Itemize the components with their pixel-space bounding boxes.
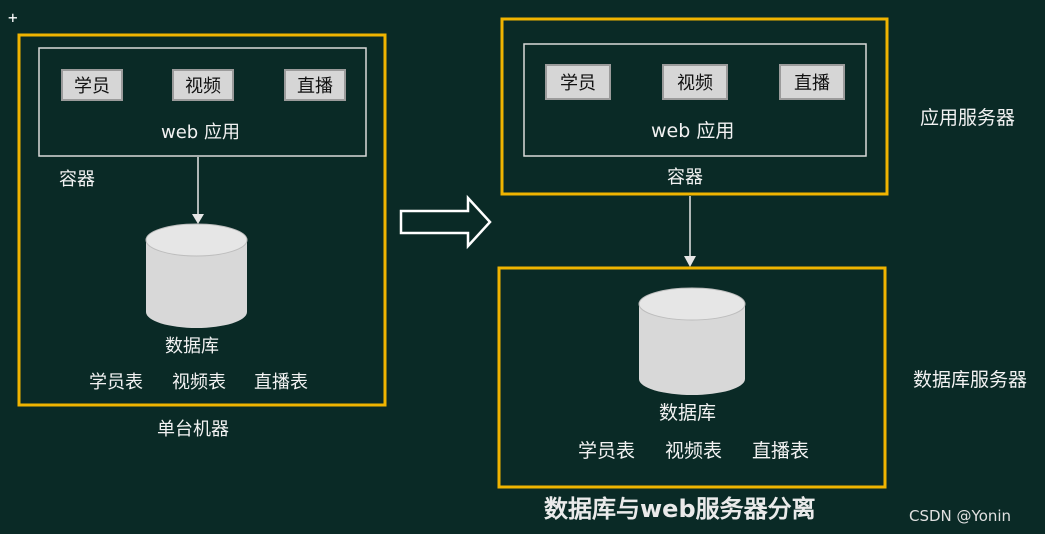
left-connector-arrowhead bbox=[192, 214, 204, 224]
left-table-students: 学员表 bbox=[89, 372, 143, 393]
left-web-app-box bbox=[38, 47, 367, 157]
right-db-label: 数据库 bbox=[659, 402, 717, 424]
app-server-label: 应用服务器 bbox=[920, 107, 1016, 129]
left-button-live[interactable]: 直播 bbox=[284, 69, 346, 101]
right-container-label: 容器 bbox=[667, 167, 703, 188]
right-web-app-box bbox=[523, 43, 867, 157]
transition-arrow-icon bbox=[399, 194, 492, 250]
db-server-label: 数据库服务器 bbox=[913, 369, 1028, 391]
right-connector-arrowhead bbox=[684, 256, 696, 267]
right-table-students: 学员表 bbox=[578, 440, 636, 462]
csdn-watermark: CSDN @Yonin bbox=[909, 507, 1012, 525]
db-server-box bbox=[497, 266, 887, 489]
single-machine-caption: 单台机器 bbox=[157, 419, 229, 440]
right-table-live: 直播表 bbox=[752, 440, 810, 462]
right-button-live[interactable]: 直播 bbox=[779, 64, 845, 100]
right-button-videos[interactable]: 视频 bbox=[662, 64, 728, 100]
app-server-box bbox=[500, 17, 889, 196]
left-container-label: 容器 bbox=[59, 169, 95, 190]
left-db-label: 数据库 bbox=[165, 336, 219, 357]
left-button-students[interactable]: 学员 bbox=[61, 69, 123, 101]
right-database-cylinder bbox=[638, 287, 746, 395]
left-database-cylinder bbox=[145, 223, 248, 328]
left-table-live: 直播表 bbox=[254, 372, 308, 393]
right-button-students[interactable]: 学员 bbox=[545, 64, 611, 100]
left-table-videos: 视频表 bbox=[172, 372, 226, 393]
right-table-videos: 视频表 bbox=[665, 440, 723, 462]
left-web-app-label: web 应用 bbox=[161, 122, 240, 143]
single-machine-box bbox=[17, 33, 387, 407]
left-button-videos[interactable]: 视频 bbox=[172, 69, 234, 101]
right-web-app-label: web 应用 bbox=[651, 120, 735, 142]
corner-mark: + bbox=[8, 8, 18, 27]
diagram-title: 数据库与web服务器分离 bbox=[544, 495, 816, 523]
